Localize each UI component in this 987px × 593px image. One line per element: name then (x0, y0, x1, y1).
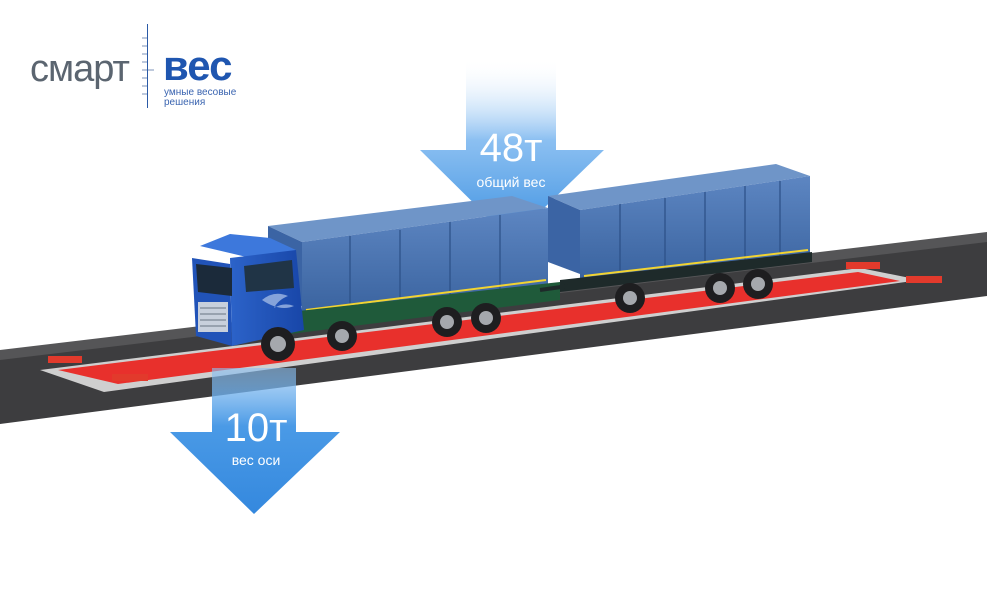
trailer-coupling (539, 284, 569, 292)
axle-weight-label: 10т вес оси (196, 408, 316, 468)
truck-cargo-roof (268, 196, 548, 242)
total-weight-arrow (420, 58, 604, 240)
platform-stop-right-1 (846, 262, 880, 269)
rear-trailer-ribs (619, 181, 781, 278)
truck-flame-decal (262, 293, 294, 308)
axle-weight-caption: вес оси (231, 452, 281, 468)
truck-grille (198, 302, 228, 332)
logo-tagline-line1: умные весовые (164, 87, 237, 98)
total-weight-caption: общий вес (476, 174, 546, 190)
platform-stop-left-2 (112, 374, 148, 381)
truck-chassis (290, 282, 560, 334)
brand-logo: смарт вес умные весовые решения (30, 22, 250, 112)
rear-trailer-stripe (583, 249, 809, 277)
logo-divider (147, 24, 148, 108)
total-weight-value: 48т (479, 126, 543, 170)
axle-weight-arrow (170, 368, 340, 514)
logo-tagline: умные весовые решения (164, 88, 236, 108)
truck-windshield (196, 264, 232, 296)
rear-trailer-chassis (560, 252, 812, 292)
axle-weight-value: 10т (224, 406, 288, 450)
truck-cargo-side (302, 208, 548, 316)
truck-side-window (244, 260, 294, 292)
logo-word-ves: вес (163, 42, 232, 89)
rear-trailer-roof (548, 164, 810, 210)
total-weight-label: 48т общий вес (451, 128, 571, 190)
truck-cargo-ribs (349, 215, 501, 310)
rear-trailer-body (548, 196, 580, 274)
logo-tagline-line2: решения (164, 97, 206, 108)
logo-word-smart: смарт (30, 48, 130, 90)
truck-wheels (261, 269, 773, 361)
platform-stop-left-1 (48, 356, 82, 363)
logo-scale-ticks-icon (142, 37, 154, 95)
platform-stop-right-2 (906, 276, 942, 283)
truck-cargo-stripe (305, 279, 547, 311)
truck-grille-bars (200, 307, 226, 327)
